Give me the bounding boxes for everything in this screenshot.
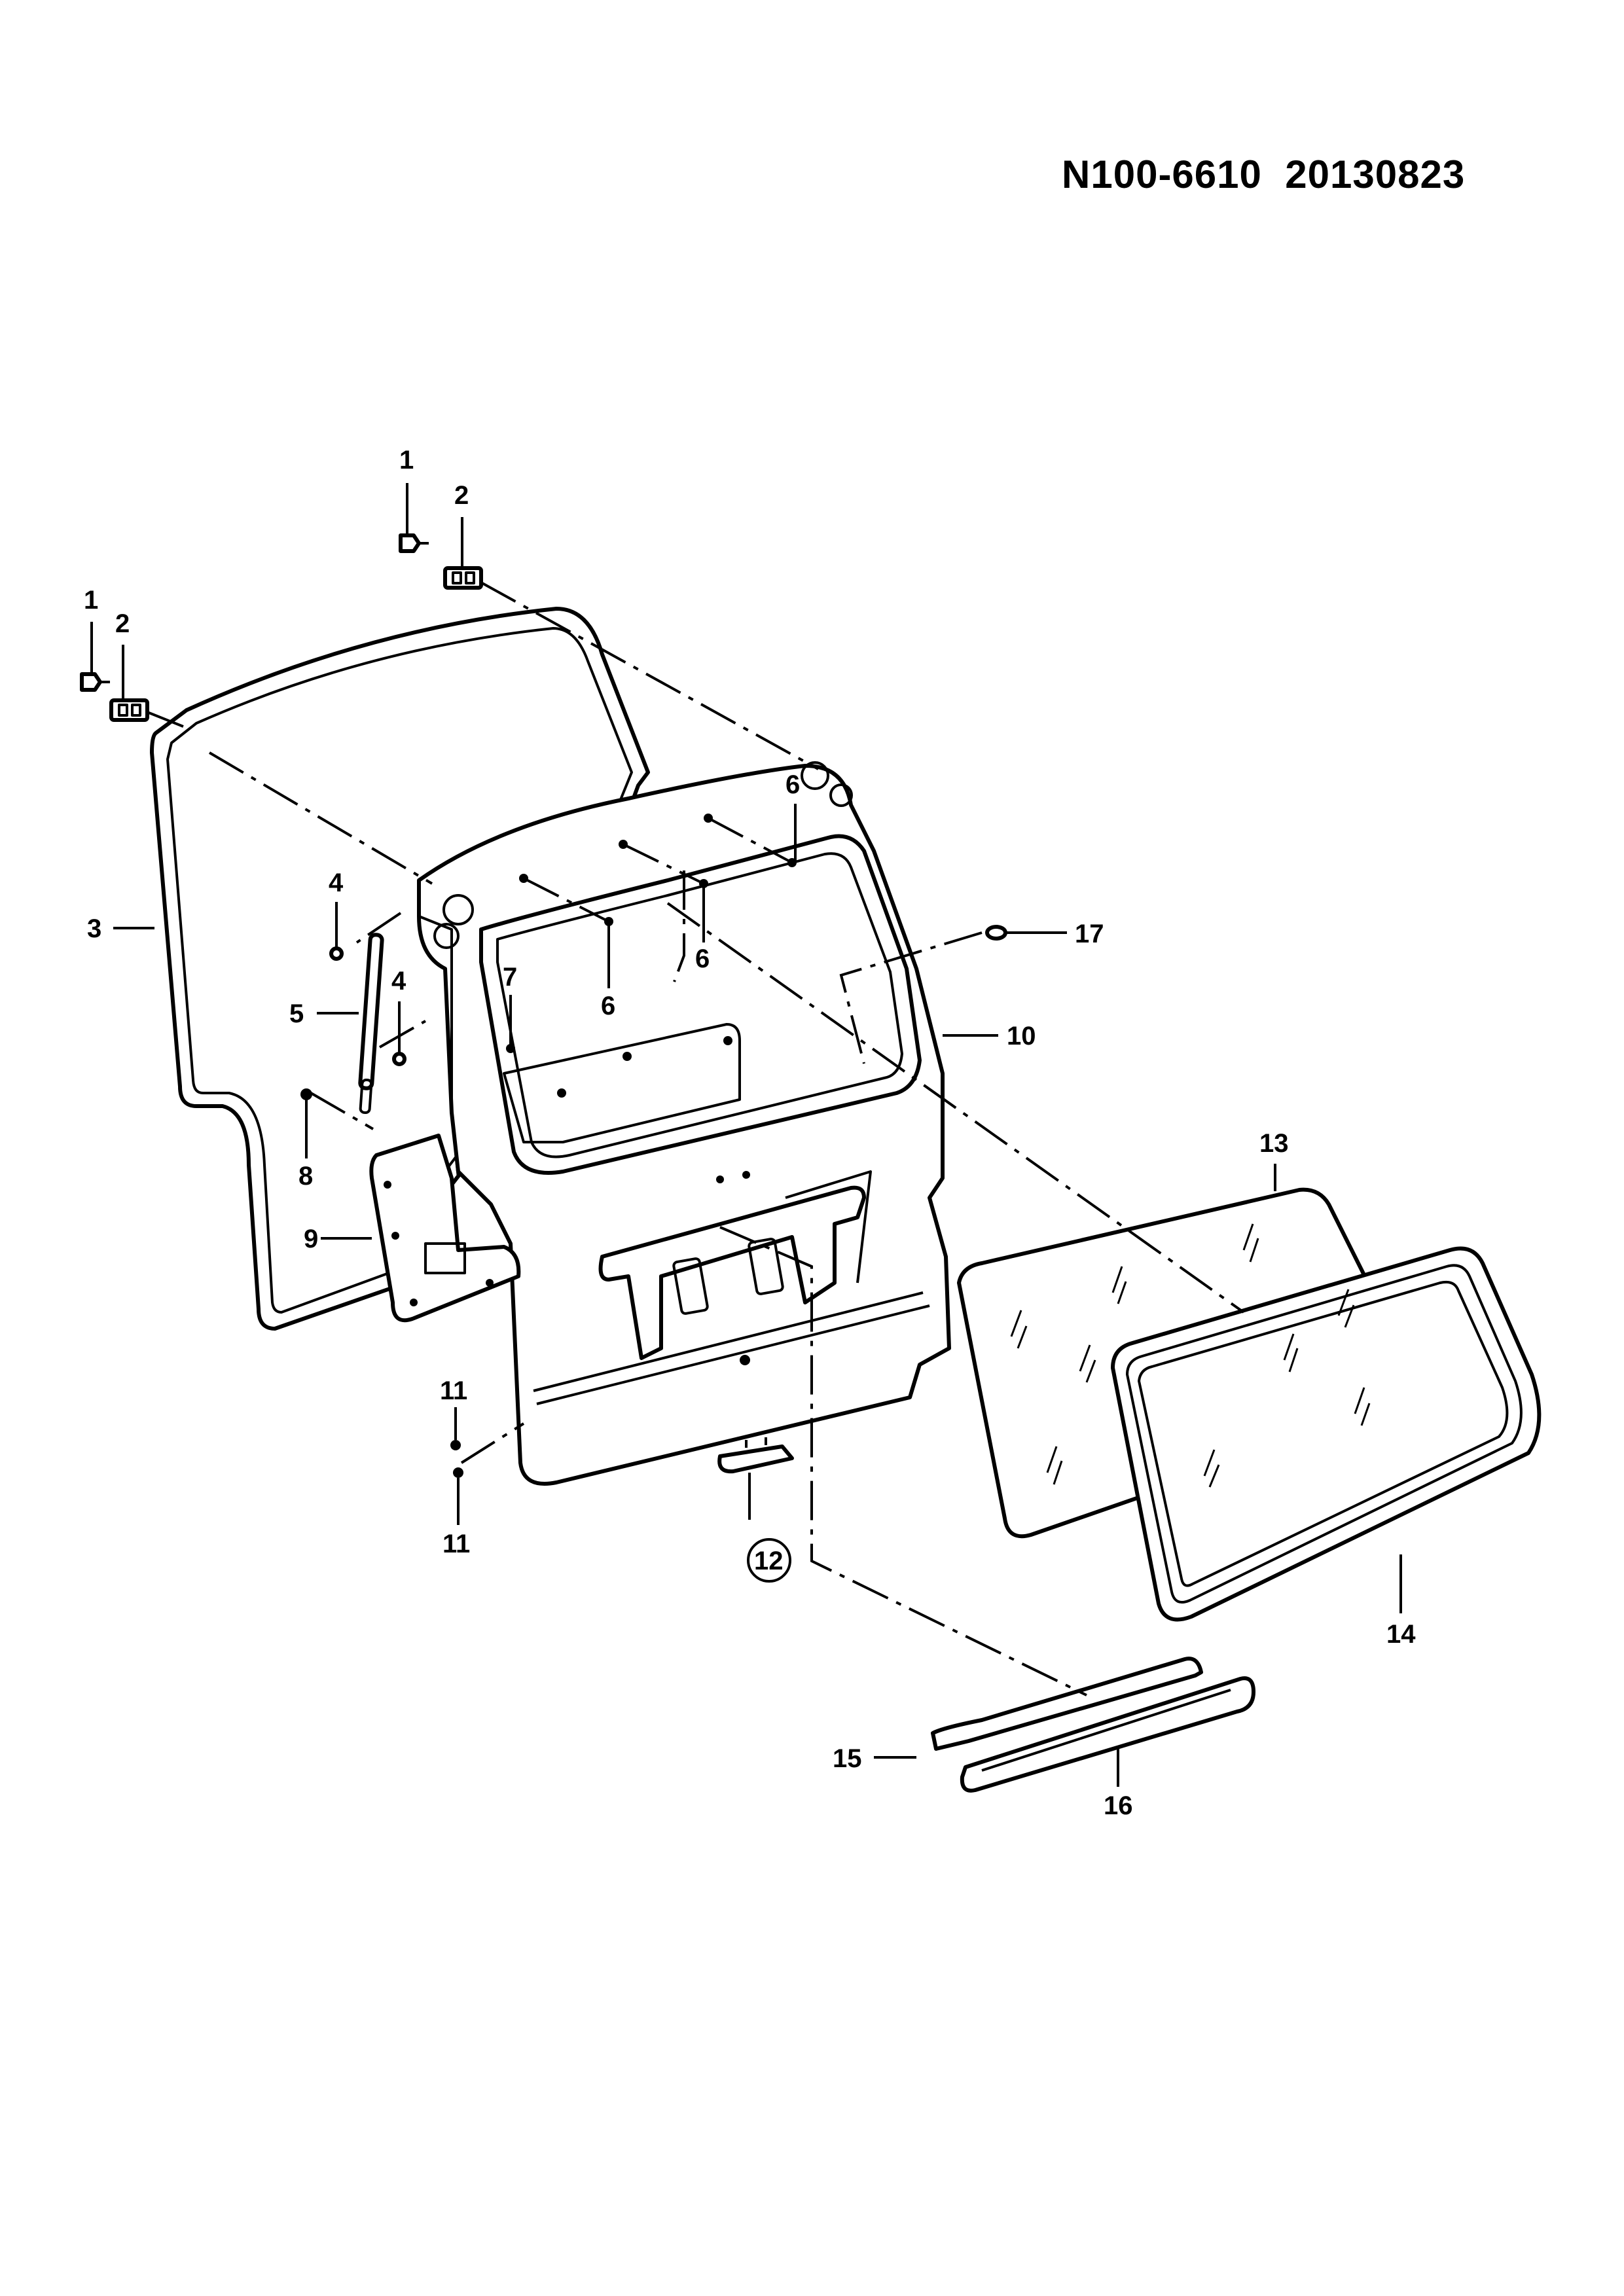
part-5-gas-strut <box>358 933 384 1115</box>
part-17-cap <box>985 925 1007 941</box>
assembly-guide-lines <box>147 581 1245 1696</box>
part-15-spoiler-strip <box>931 1657 1203 1751</box>
callout-5: 5 <box>289 999 304 1028</box>
callout-3: 3 <box>87 914 101 943</box>
callout-8: 8 <box>298 1162 313 1191</box>
callout-4-lower: 4 <box>391 967 406 996</box>
callout-6-upper: 6 <box>785 770 800 799</box>
part-1-hinge-bolt-left <box>80 672 110 692</box>
callout-14: 14 <box>1386 1620 1416 1649</box>
part-10-tailgate-door <box>417 761 951 1486</box>
callout-16: 16 <box>1104 1791 1133 1820</box>
callout-leader-lines <box>90 483 1402 1787</box>
part-9-trim-panel <box>369 1134 521 1323</box>
callout-2-upper: 2 <box>454 481 469 510</box>
callout-15: 15 <box>833 1744 862 1773</box>
callout-13: 13 <box>1259 1129 1289 1158</box>
part-2-hinge-upper <box>443 566 483 590</box>
part-11-screws <box>450 1440 463 1478</box>
callout-12: 12 <box>754 1547 784 1575</box>
callout-1-upper: 1 <box>399 446 414 475</box>
part-14-window-weatherstrip <box>1111 1246 1542 1622</box>
callout-6-left: 6 <box>601 992 615 1020</box>
part-12-license-lamp <box>717 1437 794 1474</box>
part-2-hinge-left <box>109 698 149 722</box>
diagram-reference-header: N100-6610 20130823 <box>1062 152 1465 197</box>
callout-4-upper: 4 <box>329 869 344 897</box>
callout-9: 9 <box>304 1225 318 1253</box>
callout-2-left: 2 <box>115 609 130 638</box>
drawing-code: N100-6610 <box>1062 152 1262 196</box>
part-4-ball-stud-lower <box>392 1052 406 1066</box>
callout-7: 7 <box>503 963 517 992</box>
callout-1-left: 1 <box>84 586 98 615</box>
callout-12-circle <box>747 1538 791 1583</box>
part-1-hinge-bolt-upper <box>399 533 429 553</box>
part-8-clip <box>300 1088 312 1100</box>
part-4-ball-stud-upper <box>329 946 344 961</box>
drawing-date: 20130823 <box>1285 152 1466 196</box>
part-16-spoiler-trim <box>960 1676 1255 1793</box>
part-7-clips <box>506 1036 732 1098</box>
callout-6-mid: 6 <box>695 944 710 973</box>
callout-labels: 1 2 1 2 3 4 4 5 6 6 6 7 8 9 10 11 11 12 … <box>84 446 1416 1820</box>
callout-10: 10 <box>1007 1022 1036 1050</box>
callout-11-upper: 11 <box>440 1376 467 1405</box>
callout-17: 17 <box>1075 920 1104 948</box>
callout-11-lower: 11 <box>442 1530 470 1558</box>
